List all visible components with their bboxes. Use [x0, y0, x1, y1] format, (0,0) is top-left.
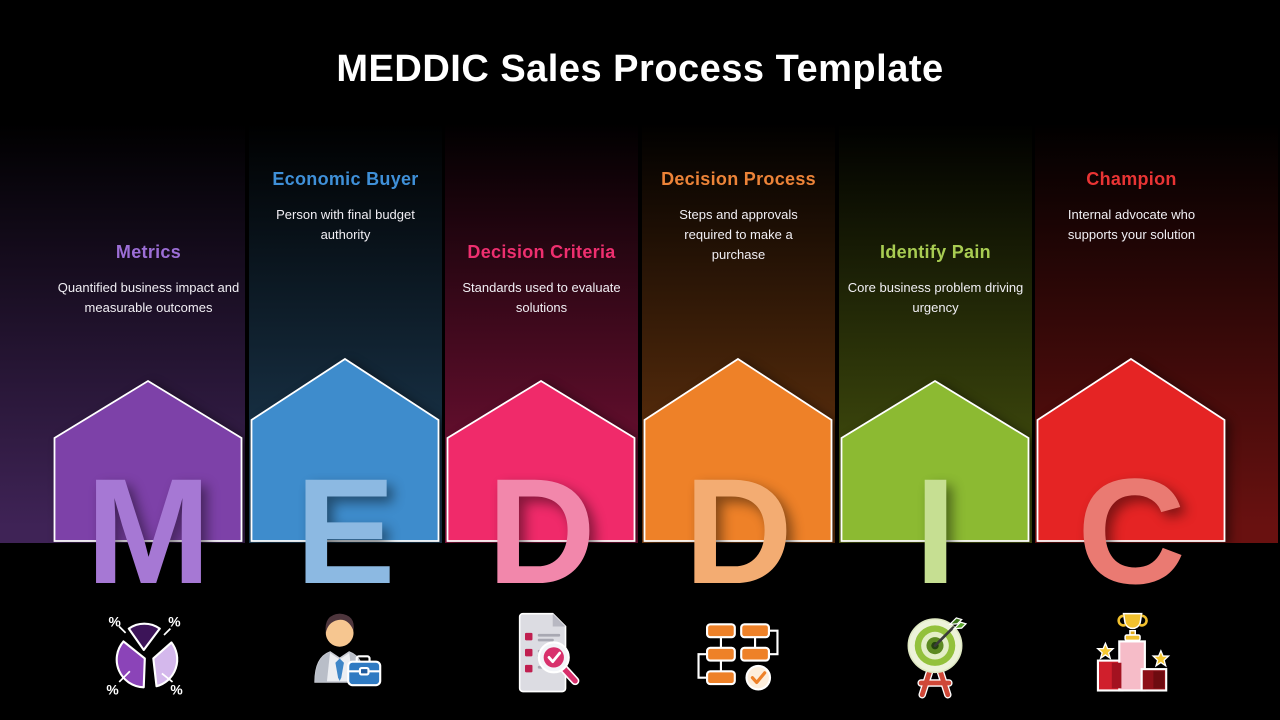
column-economic-buyer: E Economic Buyer Person with final budge…	[247, 123, 444, 720]
column-title: Decision Criteria	[467, 242, 616, 262]
column-letter: D	[487, 447, 596, 615]
column-metrics: M Metrics Quantified business impact and…	[0, 123, 247, 720]
column-decision-criteria: D Decision Criteria Standards used to ev…	[443, 123, 640, 720]
column-identify-pain: I Identify Pain Core business problem dr…	[837, 123, 1034, 720]
column-description: Core business problem driving urgency	[847, 280, 1024, 315]
arrow-pentagon	[1036, 357, 1226, 542]
column-title: Economic Buyer	[272, 169, 419, 189]
svg-text:%: %	[170, 682, 182, 698]
column-description: Quantified business impact and measurabl…	[57, 280, 240, 315]
arrow-pentagon	[250, 357, 440, 542]
column-title: Metrics	[115, 242, 182, 262]
arrow-pentagon	[446, 379, 636, 542]
arrow-pentagon	[840, 379, 1030, 542]
column-description: Steps and approvals required to make a p…	[679, 207, 798, 262]
column-title: Identify Pain	[880, 242, 991, 262]
businessman-briefcase-icon	[295, 601, 395, 701]
svg-text:%: %	[168, 613, 180, 629]
column-letter: I	[914, 447, 957, 615]
svg-text:%: %	[109, 613, 121, 629]
target-dartboard-icon	[885, 601, 985, 701]
column-decision-process: D Decision Process Steps and approvals r…	[640, 123, 837, 720]
column-letter: C	[1077, 447, 1186, 615]
winner-podium-trophy-icon	[1081, 601, 1181, 701]
arrow-pentagon	[643, 357, 833, 542]
page-title: MEDDIC Sales Process Template	[336, 48, 944, 90]
flowchart-icon	[688, 601, 788, 701]
arrow-pentagon	[53, 379, 243, 542]
column-description: Person with final budget authority	[276, 207, 415, 242]
svg-text:%: %	[106, 682, 118, 698]
column-letter: E	[295, 447, 396, 615]
column-title: Decision Process	[661, 169, 816, 189]
column-letter: M	[86, 447, 211, 615]
column-letter: D	[684, 447, 793, 615]
column-title: Champion	[1086, 169, 1177, 189]
column-champion: C Champion Internal advocate who support…	[1033, 123, 1278, 720]
column-description: Internal advocate who supports your solu…	[1067, 207, 1196, 242]
column-description: Standards used to evaluate solutions	[462, 280, 621, 315]
document-checklist-magnifier-icon	[491, 601, 591, 701]
pie-chart-icon: % % % %	[98, 601, 198, 701]
